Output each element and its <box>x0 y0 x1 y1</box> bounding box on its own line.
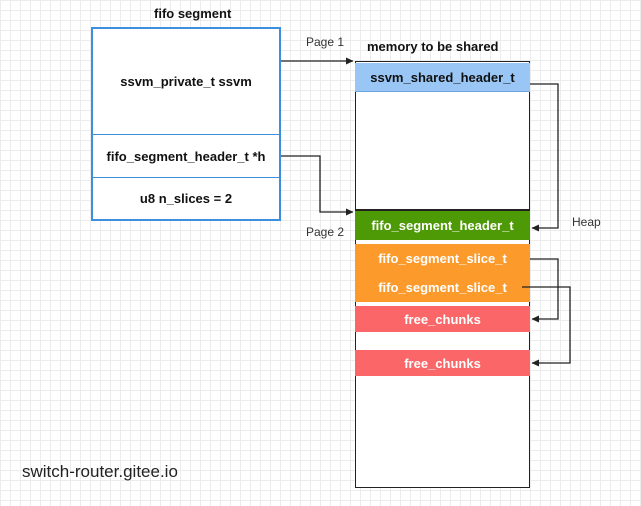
fifo-segment-title: fifo segment <box>154 6 232 21</box>
page2-label: Page 2 <box>306 225 345 239</box>
fifo-segment-header-block: fifo_segment_header_t <box>355 211 530 240</box>
arrow-slice2-to-free-chunks2 <box>522 286 571 367</box>
memory-title: memory to be shared <box>367 39 499 54</box>
free-chunks-block-2: free_chunks <box>355 350 530 376</box>
page-divider <box>355 209 530 211</box>
arrow-slice1-to-free-chunks1 <box>530 258 559 323</box>
fifo-row-header-pointer: fifo_segment_header_t *h <box>93 135 279 178</box>
fifo-segment-slice-block-1: fifo_segment_slice_t <box>355 244 530 273</box>
page1-label: Page 1 <box>306 35 345 49</box>
free-chunks-block-1: free_chunks <box>355 306 530 332</box>
fifo-row-ssvm: ssvm_private_t ssvm <box>93 29 279 135</box>
arrow-shared-header-to-segment-header <box>530 83 559 232</box>
fifo-row-n-slices: u8 n_slices = 2 <box>139 191 233 206</box>
watermark: switch-router.gitee.io <box>22 462 178 481</box>
ssvm-shared-header-block: ssvm_shared_header_t <box>355 63 530 92</box>
heap-label: Heap <box>572 215 601 229</box>
arrow-header-pointer-to-segment-header <box>281 155 354 216</box>
fifo-segment-box: ssvm_private_t ssvm fifo_segment_header_… <box>91 27 281 221</box>
fifo-segment-slice-block-2: fifo_segment_slice_t <box>355 273 530 302</box>
